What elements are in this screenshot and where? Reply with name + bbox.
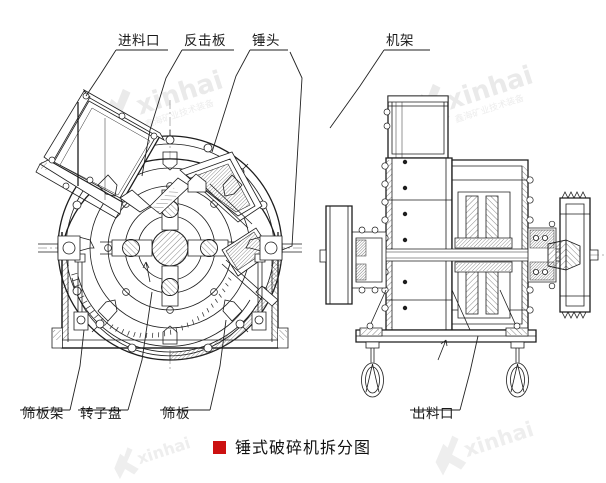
shaft-bearings	[527, 220, 557, 290]
left-bearing-housing	[338, 226, 387, 294]
rotor-assembly	[89, 167, 251, 329]
figure-caption: 锤式破碎机拆分图	[213, 438, 371, 457]
label-layer: 进料口 反击板 锤头 机架 筛板架 转子盘 筛板 出料口	[22, 33, 454, 422]
rotor-shaft-hub	[151, 229, 189, 267]
label-feed-inlet: 进料口	[118, 33, 160, 49]
side-section-view	[319, 95, 604, 398]
screen-plate-frame	[73, 253, 267, 331]
machine-frame	[381, 157, 453, 331]
discharge-arrow	[437, 339, 448, 361]
label-hammer-head: 锤头	[252, 33, 280, 49]
feed-inlet-hopper	[35, 88, 191, 219]
watermark-x-logo	[435, 435, 467, 476]
base-plate	[355, 289, 537, 343]
label-rotor-disc: 转子盘	[80, 405, 122, 422]
hammer-pin-arms	[111, 189, 229, 307]
spring-hanger-assembly	[361, 341, 529, 398]
leader-to-rotor	[281, 51, 303, 251]
left-flywheel	[319, 205, 353, 305]
leader-screen-plate	[209, 319, 227, 411]
leader-screen-plate-frame	[69, 329, 85, 411]
impact-plate	[179, 151, 279, 307]
leader-lines	[20, 49, 479, 411]
label-frame: 机架	[386, 33, 414, 49]
watermark-x-logo	[114, 447, 139, 480]
label-screen-plate: 筛板	[162, 406, 190, 422]
label-screen-plate-frame: 筛板架	[22, 406, 64, 422]
cross-section-view	[35, 88, 302, 370]
feed-chute	[383, 95, 449, 159]
drive-pulley	[547, 191, 604, 319]
leader-discharge-outlet	[459, 335, 479, 411]
caption-text: 锤式破碎机拆分图	[235, 438, 371, 457]
rotor-discs	[454, 191, 513, 319]
caption-bullet-square	[213, 441, 226, 454]
label-impact-plate: 反击板	[184, 33, 226, 49]
leader-hammer-head	[211, 49, 251, 153]
leader-impact-plate	[141, 49, 183, 177]
leader-rotor-disc	[127, 291, 153, 411]
label-discharge-outlet: 出料口	[412, 406, 454, 422]
leader-frame	[329, 49, 385, 129]
leader-feed-inlet	[85, 49, 117, 97]
shaft-bearing-blocks	[38, 235, 302, 261]
section-arrow	[142, 261, 151, 283]
